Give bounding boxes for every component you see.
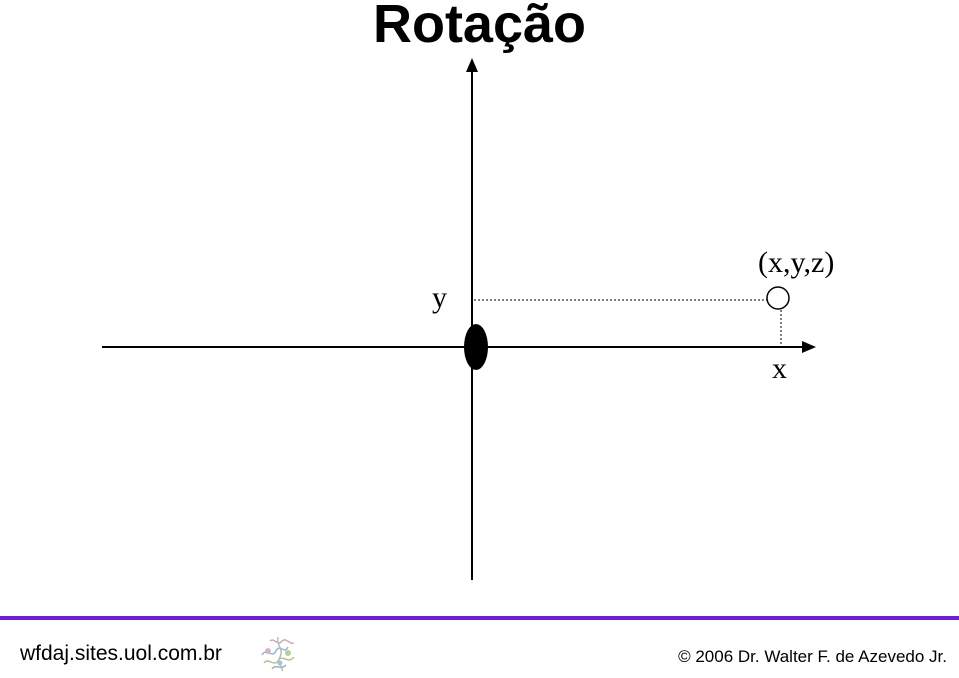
slide-title: Rotação [372, 0, 587, 54]
point-label: (x,y,z) [758, 246, 834, 279]
point-marker [766, 286, 790, 310]
x-axis-arrowhead [802, 341, 816, 353]
footer-copyright: © 2006 Dr. Walter F. de Azevedo Jr. [678, 647, 947, 666]
footer-site: wfdaj.sites.uol.com.br [20, 642, 222, 665]
y-axis-label: y [432, 281, 447, 314]
footer-rule [0, 616, 959, 620]
protein-structure-icon [261, 636, 295, 672]
x-axis-label: x [772, 352, 787, 385]
origin-ellipse [464, 324, 488, 370]
y-axis-arrowhead [466, 58, 478, 72]
